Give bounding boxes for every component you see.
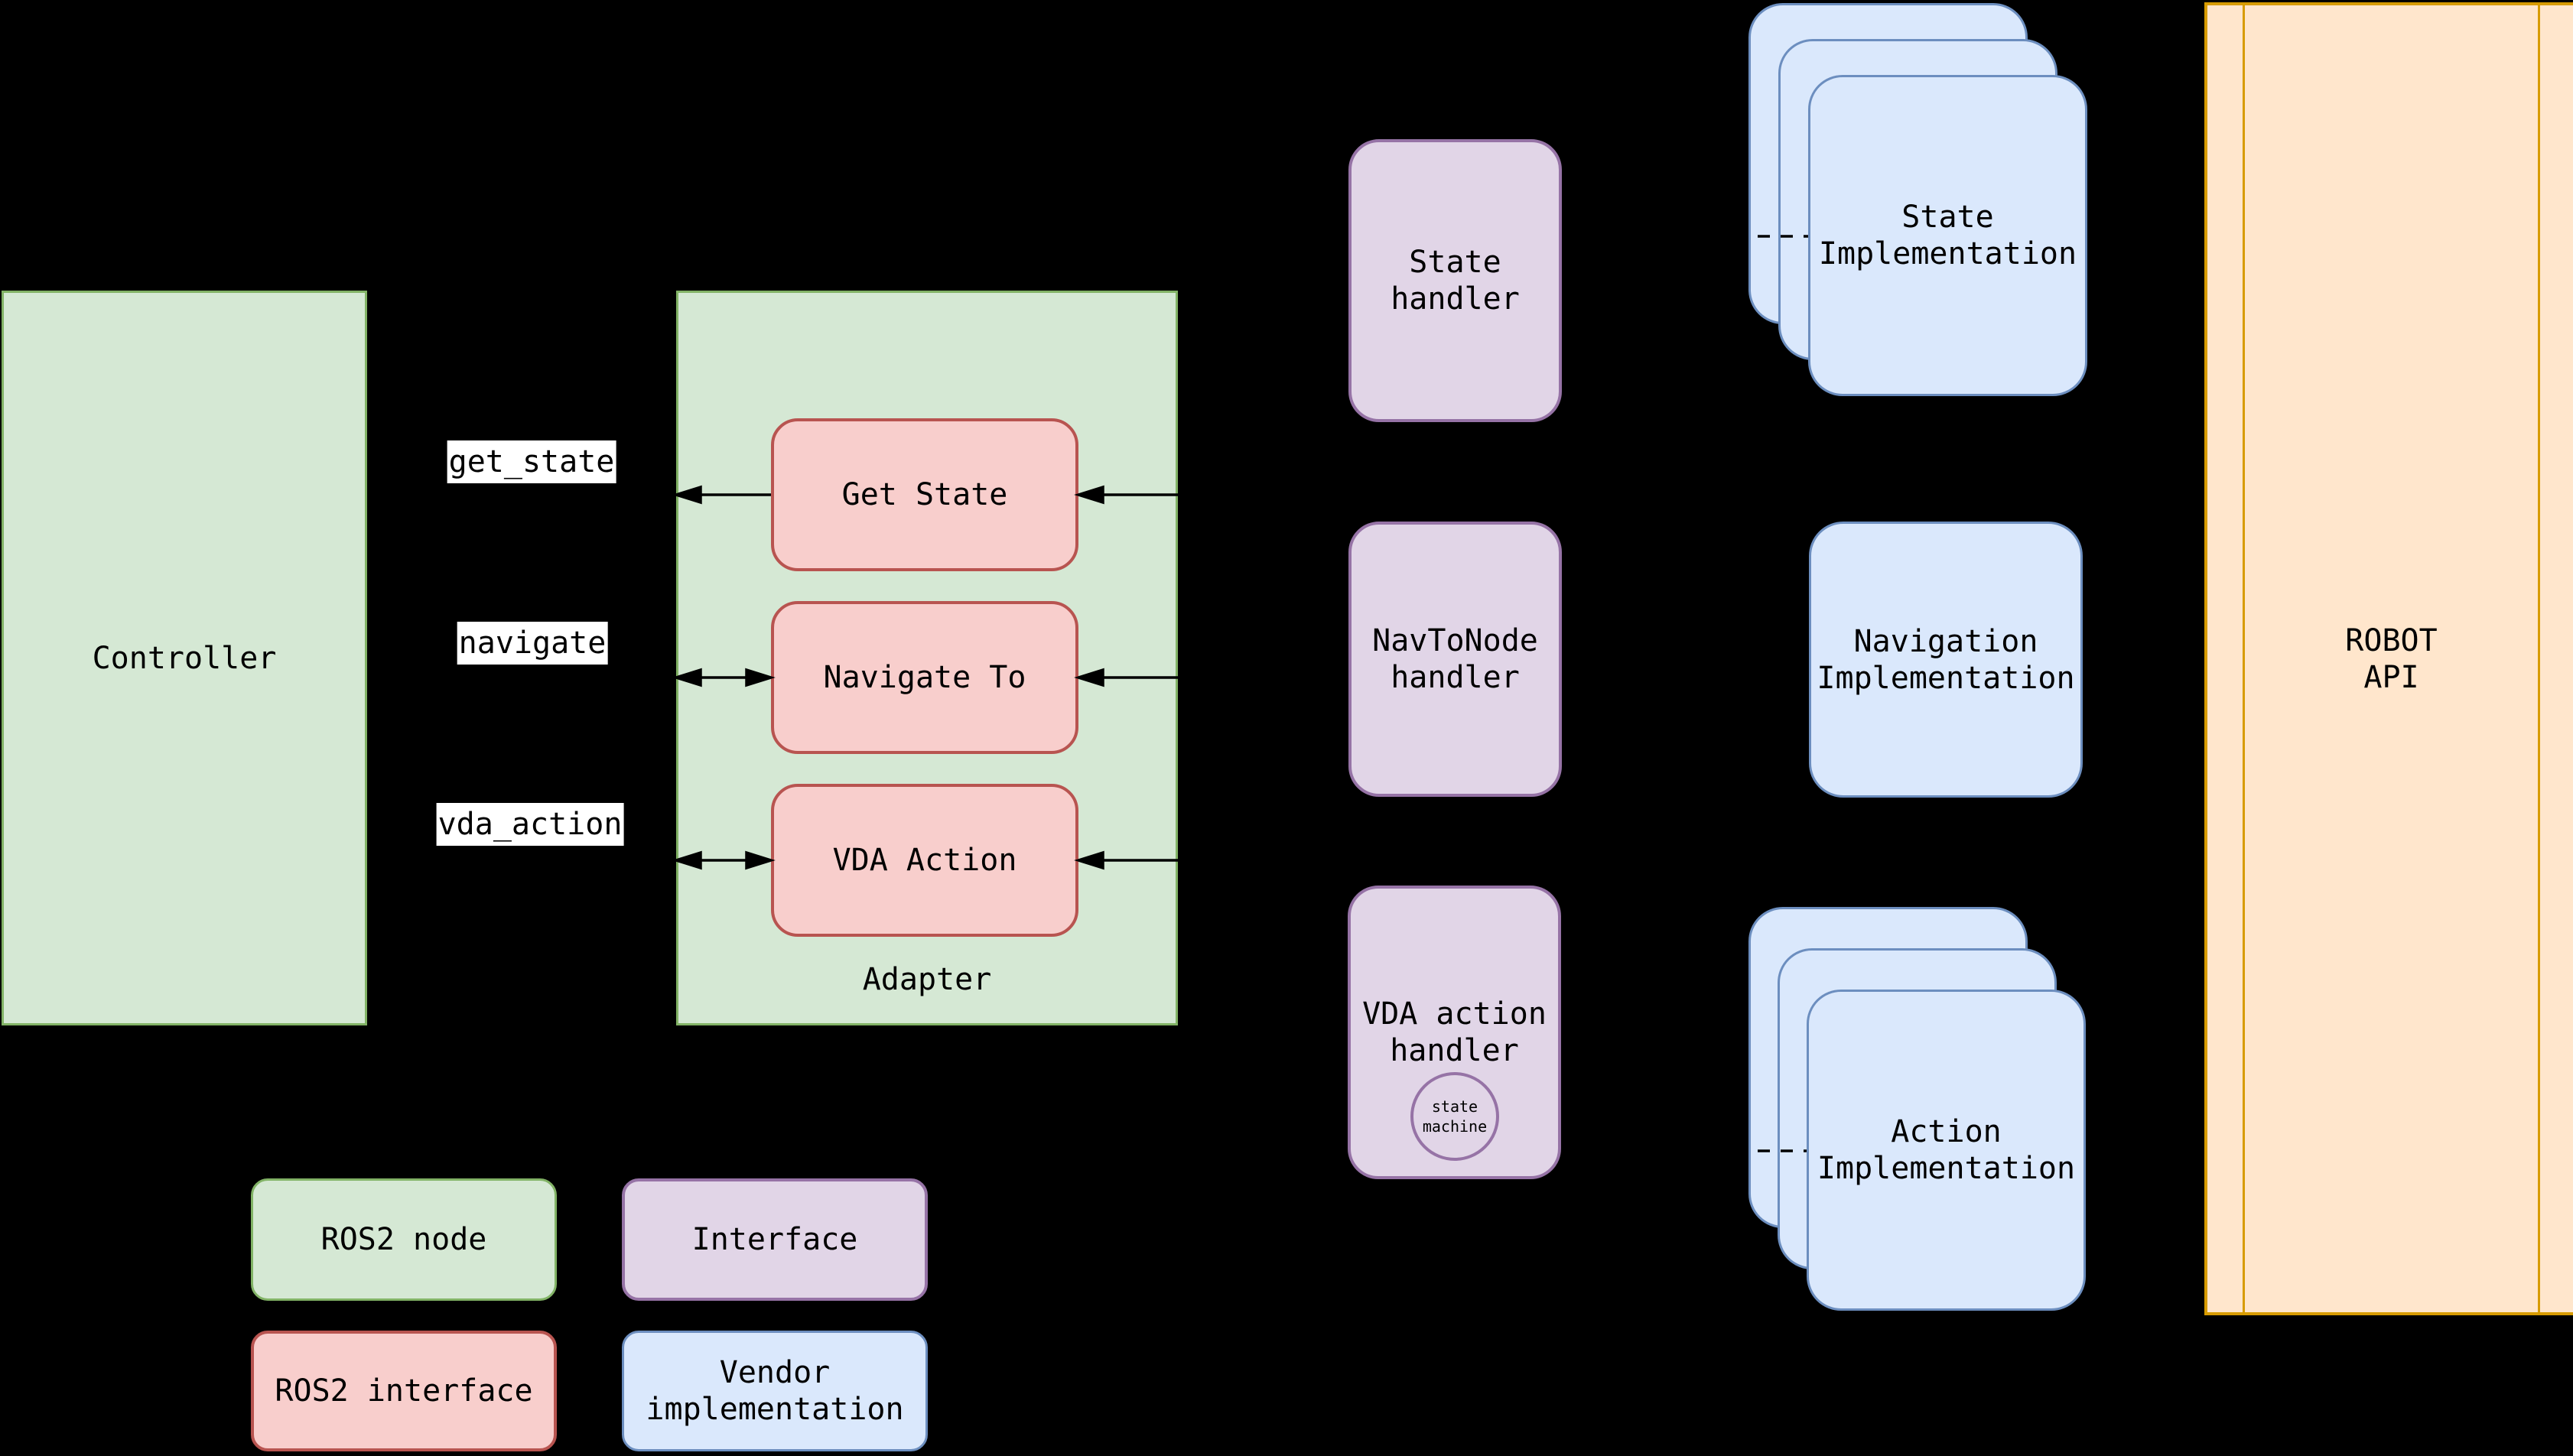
- controller-node: Controller: [2, 291, 367, 1025]
- legend-ros2-interface: ROS2 interface: [251, 1331, 557, 1451]
- navigation-implementation-label: Navigation Implementation: [1817, 623, 2075, 696]
- robot-api-inner-line-left: [2243, 2, 2245, 1315]
- legend-ros2-interface-label: ROS2 interface: [275, 1373, 533, 1409]
- edge-label-get-state: get_state: [447, 440, 616, 483]
- navigate-to-service: Navigate To: [771, 601, 1078, 754]
- robot-api-label: ROBOT API: [2345, 622, 2438, 695]
- state-machine-circle: state machine: [1410, 1072, 1499, 1161]
- legend-interface: Interface: [622, 1178, 928, 1301]
- vda-action-handler-label: VDA action handler: [1362, 996, 1547, 1068]
- navigation-implementation: Navigation Implementation: [1809, 522, 2083, 798]
- legend-vendor-implementation-label: Vendor implementation: [646, 1355, 904, 1427]
- robot-api: ROBOT API: [2204, 2, 2573, 1315]
- edge-label-navigate: navigate: [457, 622, 608, 665]
- controller-label: Controller: [92, 640, 277, 676]
- legend-ros2-node-label: ROS2 node: [320, 1222, 487, 1257]
- navtonode-handler: NavToNode handler: [1348, 522, 1562, 797]
- legend-ros2-node: ROS2 node: [251, 1178, 557, 1301]
- action-implementation: Action Implementation: [1807, 990, 2086, 1311]
- state-machine-label: state machine: [1422, 1097, 1488, 1136]
- get-state-service: Get State: [771, 418, 1078, 571]
- navtonode-handler-label: NavToNode handler: [1372, 623, 1538, 695]
- vda-action-service-label: VDA Action: [832, 843, 1017, 878]
- navigate-to-service-label: Navigate To: [823, 660, 1026, 695]
- vda-action-service: VDA Action: [771, 784, 1078, 937]
- state-implementation-label: State Implementation: [1818, 200, 2077, 271]
- get-state-service-label: Get State: [841, 477, 1008, 512]
- state-handler-label: State handler: [1391, 245, 1520, 317]
- edge-label-vda-action: vda_action: [436, 803, 624, 846]
- adapter-label: Adapter: [862, 962, 992, 997]
- state-handler: State handler: [1348, 139, 1562, 422]
- robot-api-inner-line-right: [2538, 2, 2540, 1315]
- legend-vendor-implementation: Vendor implementation: [622, 1331, 928, 1451]
- legend-interface-label: Interface: [691, 1222, 858, 1257]
- action-implementation-label: Action Implementation: [1817, 1114, 2076, 1186]
- state-implementation: State Implementation: [1808, 75, 2087, 396]
